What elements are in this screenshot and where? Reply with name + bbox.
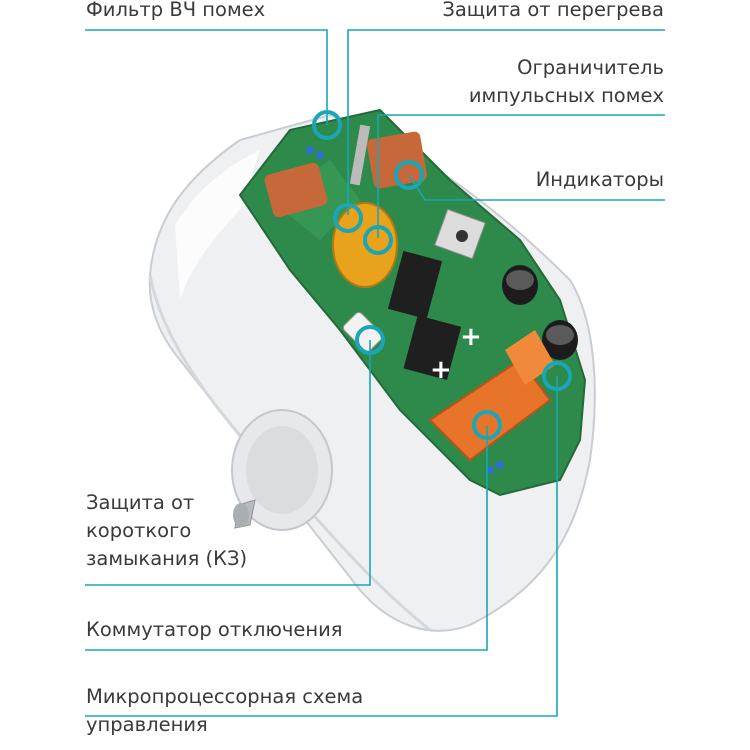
label-hf-filter: Фильтр ВЧ помех xyxy=(86,0,266,21)
callout-line-mcu xyxy=(85,376,558,717)
callout-line-indicators xyxy=(408,174,665,201)
label-short-circuit-line1: Защита от xyxy=(86,491,195,514)
callout-line-switch xyxy=(85,425,488,651)
marker-overheat xyxy=(333,203,363,233)
label-short-circuit-line2: короткого xyxy=(86,519,192,542)
label-surge-line2: импульсных помех xyxy=(468,84,664,107)
marker-switch xyxy=(472,410,502,440)
callout-line-overheat xyxy=(347,29,665,215)
label-overheat: Защита от перегрева xyxy=(442,0,664,21)
callout-lines xyxy=(85,29,665,717)
marker-hf-filter xyxy=(312,110,342,140)
pcb-plus-mark: + xyxy=(460,322,482,352)
callout-markers xyxy=(312,110,572,440)
pcb-board xyxy=(238,108,587,497)
marker-surge xyxy=(363,225,393,255)
label-short-circuit-line3: замыкания (КЗ) xyxy=(86,547,248,570)
label-mcu-line2: управления xyxy=(86,713,208,736)
label-mcu-line1: Микропроцессорная схема xyxy=(86,685,364,708)
marker-indicators xyxy=(394,160,424,190)
label-switch: Коммутатор отключения xyxy=(86,618,343,641)
callout-line-hf-filter xyxy=(85,29,328,125)
marker-short-circuit xyxy=(355,325,385,355)
callout-line-surge xyxy=(377,114,665,238)
label-surge-line1: Ограничитель xyxy=(517,56,664,79)
callout-line-short-circuit xyxy=(85,340,371,586)
plug-pins xyxy=(231,409,333,531)
pcb-plus-mark: + xyxy=(430,355,452,385)
label-indicators: Индикаторы xyxy=(535,168,664,191)
marker-mcu xyxy=(542,361,572,391)
